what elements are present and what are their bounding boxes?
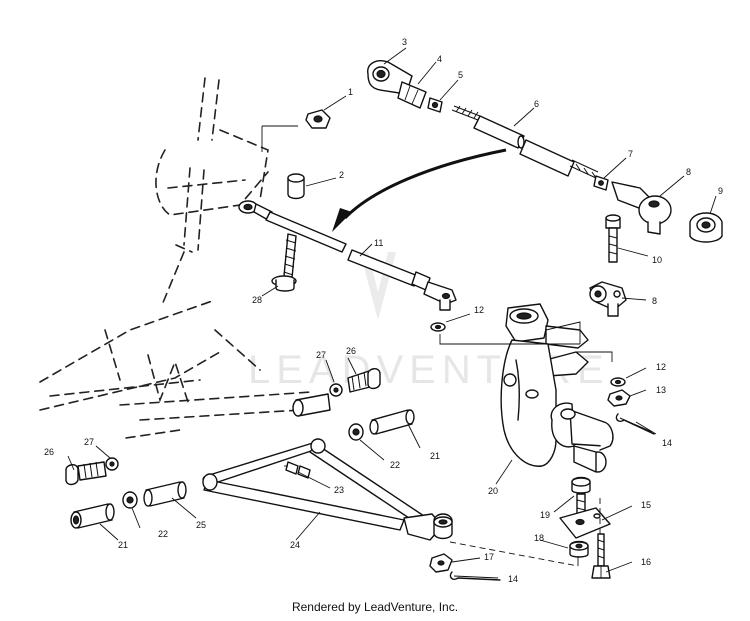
callout-8-upper: 8 (686, 167, 691, 177)
callout-23: 23 (334, 485, 344, 495)
nut-1 (305, 109, 331, 129)
callout-26-lower: 26 (44, 447, 54, 457)
callout-24: 24 (290, 540, 300, 550)
callout-15: 15 (641, 500, 651, 510)
bushing-22-upper (348, 423, 364, 441)
callout-9: 9 (718, 186, 723, 196)
bolt-10 (605, 214, 621, 263)
callout-14-upper: 14 (662, 438, 672, 448)
plate-15 (559, 507, 611, 539)
callout-25: 25 (196, 520, 206, 530)
pivot-tube-21-lower (70, 503, 115, 529)
callout-6: 6 (534, 99, 539, 109)
a-arm-24 (202, 438, 453, 541)
pivot-tube-upper-frame (292, 393, 331, 417)
washer-12-right (610, 377, 626, 387)
callout-10: 10 (652, 255, 662, 265)
washer-12-upper (430, 322, 446, 332)
callout-8-lower: 8 (652, 296, 657, 306)
bolt-26-lower (65, 461, 107, 486)
footer-credit: Rendered by LeadVenture, Inc. (291, 600, 459, 614)
callout-28: 28 (252, 295, 262, 305)
adjuster-sleeve-6 (451, 105, 599, 179)
ball-joint-8-lower (589, 281, 627, 317)
callout-4: 4 (437, 54, 442, 64)
assembly-direction-arrow (332, 148, 507, 232)
callout-17: 17 (484, 552, 494, 562)
bolt-16 (591, 533, 611, 579)
callout-12-right: 12 (656, 362, 666, 372)
tie-rod-11 (238, 200, 457, 311)
callout-14-lower: 14 (508, 574, 518, 584)
callout-7: 7 (628, 149, 633, 159)
castle-nut-13 (607, 389, 631, 407)
castle-nut-17 (429, 553, 453, 573)
bolt-28 (271, 233, 297, 292)
callout-19: 19 (540, 510, 550, 520)
callout-3: 3 (402, 37, 407, 47)
callout-22-lower: 22 (158, 529, 168, 539)
nut-18 (569, 540, 589, 558)
callout-16: 16 (641, 557, 651, 567)
jam-nut-4 (397, 81, 427, 109)
nut-5 (427, 97, 443, 113)
callout-22-upper: 22 (390, 460, 400, 470)
leader-lines (67, 47, 717, 573)
washer-27-lower (105, 457, 119, 471)
callout-13: 13 (656, 385, 666, 395)
washer-27-upper (329, 383, 343, 397)
spindle-20 (500, 303, 614, 473)
cotter-pin-14-upper (615, 413, 655, 435)
jam-nut-7 (593, 175, 609, 191)
callout-2: 2 (339, 170, 344, 180)
callout-11: 11 (374, 238, 383, 248)
callout-21-lower: 21 (118, 540, 128, 550)
bushing-22-lower (122, 491, 138, 509)
bolt-26-upper (347, 368, 381, 393)
frame-outline (39, 299, 313, 439)
callout-12-upper: 12 (474, 305, 484, 315)
spacer-2 (287, 173, 305, 200)
bushing-tube-25 (143, 481, 187, 507)
callout-18: 18 (534, 533, 544, 543)
callout-20: 20 (488, 486, 498, 496)
callout-26-upper: 26 (346, 346, 356, 356)
cotter-pin-14-lower (449, 571, 501, 581)
callout-27-upper: 27 (316, 350, 326, 360)
grease-fitting-23 (284, 461, 299, 475)
callout-27-lower: 27 (84, 437, 94, 447)
callout-5: 5 (458, 70, 463, 80)
steering-column-outline (155, 77, 269, 306)
callout-21-upper: 21 (430, 451, 440, 461)
callout-1: 1 (348, 87, 353, 97)
ball-joint-8-upper (611, 181, 672, 235)
pivot-tube-21-upper (369, 409, 415, 435)
boot-9 (689, 212, 723, 243)
callouts: 1 2 3 4 5 6 7 8 9 10 11 12 8 12 13 14 15… (44, 37, 723, 584)
